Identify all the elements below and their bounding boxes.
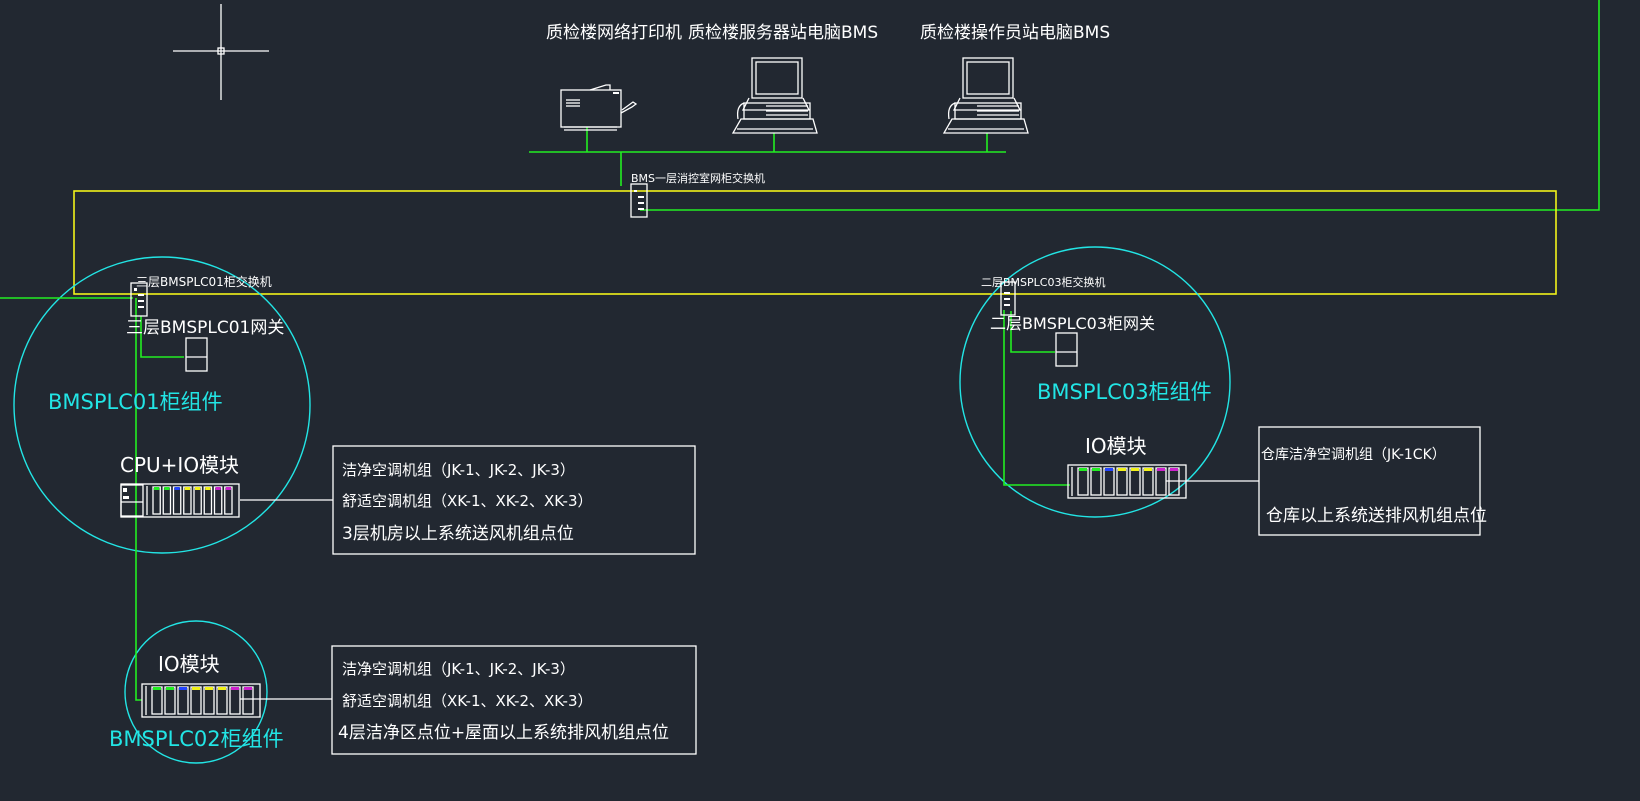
io-slot-indicator (179, 687, 187, 690)
operator-label: 质检楼操作员站电脑BMS (920, 23, 1110, 43)
plc01-gateway-label: 三层BMSPLC01网关 (126, 318, 284, 338)
io-module-slot (203, 686, 215, 715)
io-module-slot (1155, 467, 1167, 496)
io-module-slot (1116, 467, 1128, 496)
io-slot-indicator (1105, 468, 1113, 471)
io-slot-indicator (1144, 468, 1152, 471)
io-module-slot (164, 686, 176, 715)
plc03-switch-label: 二层BMSPLC03柜交换机 (981, 275, 1105, 289)
gateway-icon[interactable] (1055, 332, 1078, 367)
cpu-led (123, 496, 129, 499)
points-line: 3层机房以上系统送风机组点位 (342, 524, 574, 544)
io-slot-indicator (1092, 468, 1100, 471)
plc02-cable (135, 636, 142, 701)
io-module-slot (172, 486, 182, 515)
plc03-io-cable (1003, 310, 1070, 486)
plc01-cabinet-circle (13, 256, 311, 554)
io-module-slot (1103, 467, 1115, 496)
plc-rack-icon[interactable] (120, 483, 240, 518)
plc02-module-label: IO模块 (158, 652, 220, 676)
io-slot-indicator (205, 687, 213, 690)
plc02-cabinet-label: BMSPLC02柜组件 (109, 727, 284, 751)
io-slot-indicator (1079, 468, 1087, 471)
gateway-icon[interactable] (185, 337, 208, 372)
rack-frame (141, 683, 261, 718)
io-module-slot (203, 486, 213, 515)
io-slot-indicator (166, 687, 174, 690)
io-module-slot (193, 486, 202, 515)
plc-rack-icon[interactable] (141, 683, 261, 718)
desktop-computer-icon[interactable] (731, 57, 818, 134)
io-module-slot (177, 686, 189, 715)
io-module-slot (229, 686, 241, 715)
desktop-computer-icon[interactable] (942, 57, 1029, 134)
plc03-gateway-cable (1010, 311, 1055, 353)
io-slot-indicator (205, 487, 211, 490)
plc01-module-label: CPU+IO模块 (120, 453, 239, 477)
io-slot-indicator (231, 687, 239, 690)
plc01-cabinet-label: BMSPLC01柜组件 (48, 390, 223, 414)
io-module-slot (1129, 467, 1141, 496)
plc01-points-box (332, 445, 696, 555)
io-module-slot (1077, 467, 1089, 496)
plc03-gateway-label: 二层BMSPLC03柜网关 (990, 314, 1155, 333)
io-slot-indicator (184, 487, 190, 490)
plc03-points-box (1258, 426, 1481, 536)
plc01-gateway-cable (140, 316, 184, 358)
io-slot-indicator (244, 687, 252, 690)
io-slot-indicator (164, 487, 170, 490)
points-line: 仓库以上系统送排风机组点位 (1266, 506, 1487, 526)
io-module-slot (1090, 467, 1102, 496)
io-slot-indicator (154, 487, 160, 490)
io-module-slot (224, 486, 233, 515)
io-slot-indicator (1170, 468, 1178, 471)
plc02-points-box (331, 645, 697, 755)
io-module-slot (1142, 467, 1154, 496)
io-slot-indicator (218, 687, 226, 690)
points-line: 舒适空调机组（XK-1、XK-2、XK-3） (342, 692, 592, 710)
points-line: 洁净空调机组（JK-1、JK-2、JK-3） (342, 660, 575, 678)
network-switch-icon[interactable] (630, 183, 648, 218)
network-switch-icon[interactable] (130, 282, 148, 317)
io-slot-indicator (1157, 468, 1165, 471)
plc02-cabinet-circle (124, 620, 268, 764)
io-slot-indicator (174, 487, 180, 490)
io-slot-indicator (1118, 468, 1126, 471)
points-line: 仓库洁净空调机组（JK-1CK） (1261, 447, 1446, 463)
io-slot-indicator (1131, 468, 1139, 471)
plc03-cabinet-circle (959, 246, 1231, 518)
io-module-slot (216, 686, 228, 715)
io-slot-indicator (192, 687, 200, 690)
io-slot-indicator (225, 487, 231, 490)
io-module-slot (152, 486, 161, 515)
points-line: 舒适空调机组（XK-1、XK-2、XK-3） (342, 492, 592, 510)
cpu-module (120, 484, 144, 517)
points-line: 洁净空调机组（JK-1、JK-2、JK-3） (342, 461, 575, 479)
plc-rack-icon[interactable] (1067, 464, 1187, 499)
io-module-slot (213, 486, 223, 515)
io-slot-indicator (195, 487, 201, 490)
io-slot-indicator (215, 487, 221, 490)
network-cable-right (640, 0, 1600, 211)
plc03-cabinet-label: BMSPLC03柜组件 (1037, 380, 1212, 404)
network-switch-icon[interactable] (1000, 281, 1016, 316)
core-switch-label: BMS一层消控室网柜交换机 (631, 171, 765, 185)
plc03-module-label: IO模块 (1085, 434, 1147, 458)
io-module-slot (162, 486, 172, 515)
io-module-slot (151, 686, 163, 715)
points-line: 4层洁净区点位+屋面以上系统排风机组点位 (338, 723, 669, 743)
io-slot-indicator (153, 687, 161, 690)
io-module-slot (242, 686, 254, 715)
printer-icon[interactable] (560, 84, 638, 131)
cpu-led (123, 488, 127, 492)
printer-label: 质检楼网络打印机 (546, 23, 682, 43)
crosshair-cursor-icon (173, 4, 269, 100)
plc01-switch-label: 三层BMSPLC01柜交换机 (136, 274, 272, 289)
io-module-slot (190, 686, 202, 715)
backbone-ring (73, 190, 1557, 295)
io-module-slot (183, 486, 192, 515)
server-label: 质检楼服务器站电脑BMS (688, 23, 878, 43)
